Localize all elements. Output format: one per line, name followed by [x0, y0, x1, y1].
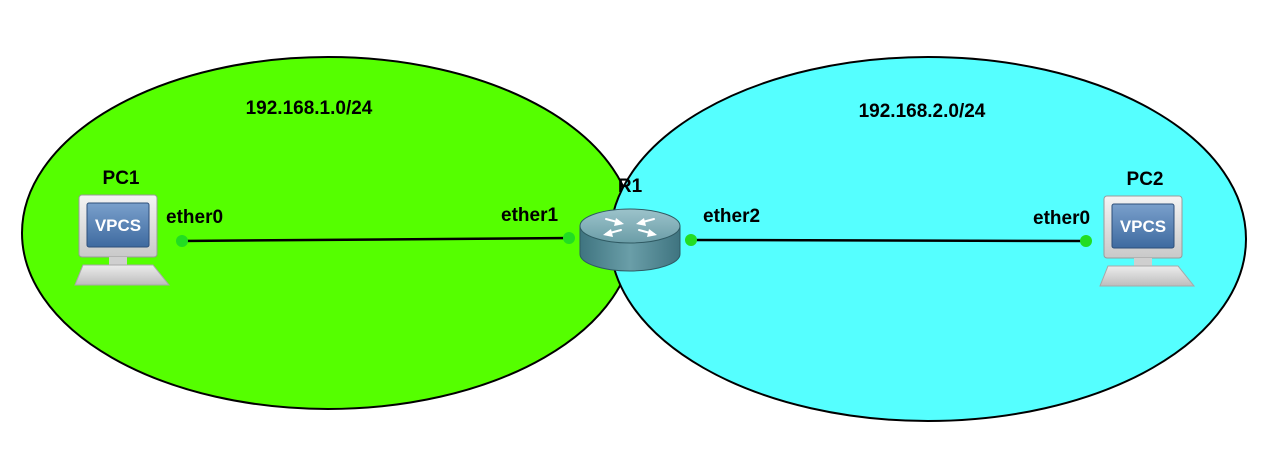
- subnet-label-1: 192.168.1.0/24: [246, 98, 373, 119]
- pc1-label: PC1: [103, 168, 140, 189]
- port-dot-r1-ether2: [685, 234, 697, 246]
- pc1-node[interactable]: VPCS PC1: [74, 168, 171, 286]
- r1-label: R1: [618, 176, 643, 197]
- interface-label-pc1-ether0: ether0: [166, 207, 223, 228]
- vpcs-screen-text: VPCS: [95, 216, 141, 235]
- link-r1-pc2[interactable]: [689, 238, 1089, 243]
- vpcs-computer-icon: VPCS: [1099, 195, 1196, 287]
- router-icon: [579, 208, 681, 272]
- interface-label-pc2-ether0: ether0: [1033, 208, 1090, 229]
- interface-label-r1-ether1: ether1: [501, 205, 558, 226]
- r1-node[interactable]: R1: [579, 176, 681, 272]
- link-pc1-r1[interactable]: [179, 236, 573, 243]
- port-dot-r1-ether1: [563, 232, 575, 244]
- interface-label-r1-ether2: ether2: [703, 206, 760, 227]
- port-dot-pc2-ether0: [1080, 235, 1092, 247]
- port-dot-pc1-ether0: [176, 235, 188, 247]
- vpcs-computer-icon: VPCS: [74, 194, 171, 286]
- pc2-node[interactable]: VPCS PC2: [1099, 169, 1196, 287]
- vpcs-screen-text: VPCS: [1120, 217, 1166, 236]
- pc2-label: PC2: [1127, 169, 1164, 190]
- subnet-label-2: 192.168.2.0/24: [859, 101, 986, 122]
